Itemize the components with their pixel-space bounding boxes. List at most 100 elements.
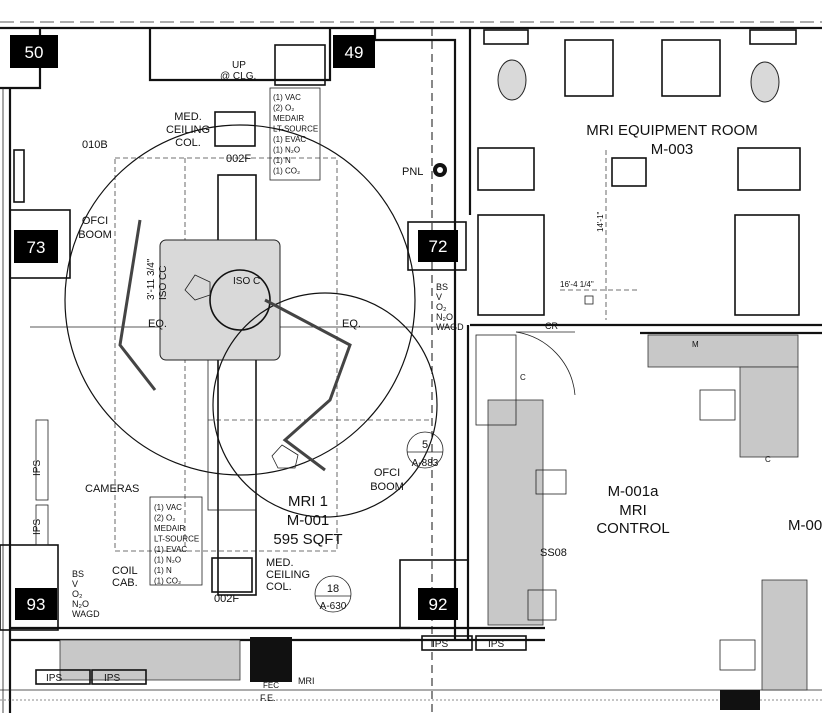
med-col-bot-label-1: MED. (266, 557, 294, 569)
cameras-label: CAMERAS (85, 483, 139, 495)
med-col-top-label-3: COL. (175, 137, 201, 149)
outlet-left-item-3: N₂O (72, 599, 89, 609)
gas-bottom-item-1: (2) O₂ (154, 514, 175, 523)
med-col-bot-tag: 002F (214, 593, 239, 605)
outlet-left-item-1: V (72, 579, 78, 589)
outlet-right-item-2: O₂ (436, 302, 447, 312)
ss08-label: SS08 (540, 547, 567, 559)
equipment-room-name: MRI EQUIPMENT ROOM (586, 122, 757, 139)
section-mark-18: 18 A-630 (314, 575, 352, 613)
outlet-right-item-4: WAGD (436, 322, 464, 332)
control-room-number: M-001a (608, 483, 660, 500)
iso-c-label: ISO C (233, 276, 260, 287)
room-tag-49: 49 (333, 35, 375, 68)
gas-top-item-4: (1) EVAC (273, 135, 306, 144)
up-clg-label-2: @ CLG. (220, 71, 256, 82)
gas-top-item-7: (1) CO₂ (273, 167, 300, 176)
gas-bottom-item-5: (1) N₂O (154, 556, 181, 565)
ips-left-label-1: IPS (32, 460, 43, 476)
partial-room-number: M-00 (788, 517, 822, 534)
section-mark-18-sheet: A-630 (320, 601, 347, 612)
left-features (13, 149, 147, 685)
panel-icon (433, 163, 447, 177)
boom-bot-label-2: BOOM (370, 481, 404, 493)
c-small-label: C (520, 373, 526, 382)
boom-top-label-1: OFCI (82, 215, 108, 227)
section-mark-5-number: 5 (422, 439, 428, 451)
mri1-room-area: 595 SQFT (273, 531, 342, 548)
mri1-room-number: M-001 (287, 512, 330, 529)
med-columns (149, 87, 321, 593)
ips-bottom-label-1: IPS (432, 639, 448, 650)
gas-top-item-2: MEDAIR (273, 114, 304, 123)
coil-cab-label-2: CAB. (112, 577, 138, 589)
dim-14-label: 14'-1" (596, 211, 605, 232)
mri-small-label: MRI (298, 676, 315, 686)
annotations: UP @ CLG. MED. CEILING COL. 002F MED. CE… (32, 60, 771, 703)
room-tag-73: 73 (14, 230, 58, 263)
outlet-left-item-4: WAGD (72, 609, 100, 619)
room-tags: 50 49 73 72 93 92 (10, 35, 458, 620)
coil-cab-label-1: COIL (112, 565, 138, 577)
outlet-right-item-0: BS (436, 282, 448, 292)
fec-label: FEC (263, 681, 279, 690)
section-mark-5: 5 A-883 (406, 431, 444, 469)
m-small-label: M (692, 340, 699, 349)
walls (0, 21, 822, 713)
outlet-right-item-3: N₂O (436, 312, 453, 322)
outlet-right-item-1: V (436, 292, 442, 302)
ips-floor-label-2: IPS (104, 673, 120, 684)
med-col-top-label-2: CEILING (166, 124, 210, 136)
gas-top-item-0: (1) VAC (273, 93, 301, 102)
dim-311-label: 3'-11 3/4" (146, 258, 157, 300)
room-names: MRI EQUIPMENT ROOM M-003 MRI 1 M-001 595… (273, 122, 822, 548)
room-tag-72: 72 (418, 230, 458, 262)
mri1-room-name: MRI 1 (288, 493, 328, 510)
ips-floor-label-1: IPS (46, 673, 62, 684)
room-tag-50: 50 (10, 35, 58, 68)
med-col-top-label-1: MED. (174, 111, 202, 123)
gas-bottom-item-0: (1) VAC (154, 503, 182, 512)
eq-left-label: EQ. (148, 318, 167, 330)
section-mark-5-sheet: A-883 (412, 458, 439, 469)
ips-left-label-2: IPS (32, 519, 43, 535)
room-tag-93: 93 (15, 588, 57, 620)
control-room (475, 331, 808, 691)
gas-bottom-item-6: (1) N (154, 566, 172, 575)
dim-16-label: 16'-4 1/4" (560, 280, 594, 289)
med-col-top-tag: 002F (226, 153, 251, 165)
control-room-name-2: CONTROL (596, 520, 669, 537)
room-tag-72-text: 72 (429, 237, 448, 256)
gas-bottom-item-2: MEDAIR (154, 524, 185, 533)
outlet-left-item-2: O₂ (72, 589, 83, 599)
room-tag-49-text: 49 (345, 43, 364, 62)
iso-cc-label: ISO CC (158, 266, 169, 300)
gas-top-item-5: (1) N₂O (273, 146, 300, 155)
cr-label: CR (545, 321, 558, 331)
gas-bottom-item-4: (1) EVAC (154, 545, 187, 554)
med-col-bot-label-2: CEILING (266, 569, 310, 581)
eq-right-label: EQ. (342, 318, 361, 330)
c-small-label-2: C (765, 455, 771, 464)
boom-top-label-2: BOOM (78, 229, 112, 241)
mri1-room (30, 124, 455, 596)
ips-bottom-label-2: IPS (488, 639, 504, 650)
room-tag-92-text: 92 (429, 595, 448, 614)
control-room-name-1: MRI (619, 502, 647, 519)
gas-bottom-item-3: LT-SOURCE (154, 535, 199, 544)
room-tag-92: 92 (418, 588, 458, 620)
gas-top-item-6: (1) N (273, 156, 291, 165)
gas-top-item-1: (2) O₂ (273, 104, 294, 113)
room-tag-93-text: 93 (27, 595, 46, 614)
equipment-room (477, 29, 801, 320)
room-tag-50-text: 50 (25, 43, 44, 62)
section-mark-18-number: 18 (327, 583, 339, 595)
med-col-bot-label-3: COL. (266, 581, 292, 593)
equipment-room-number: M-003 (651, 141, 694, 158)
room-tag-73-text: 73 (27, 238, 46, 257)
tag-010b: 010B (82, 139, 108, 151)
